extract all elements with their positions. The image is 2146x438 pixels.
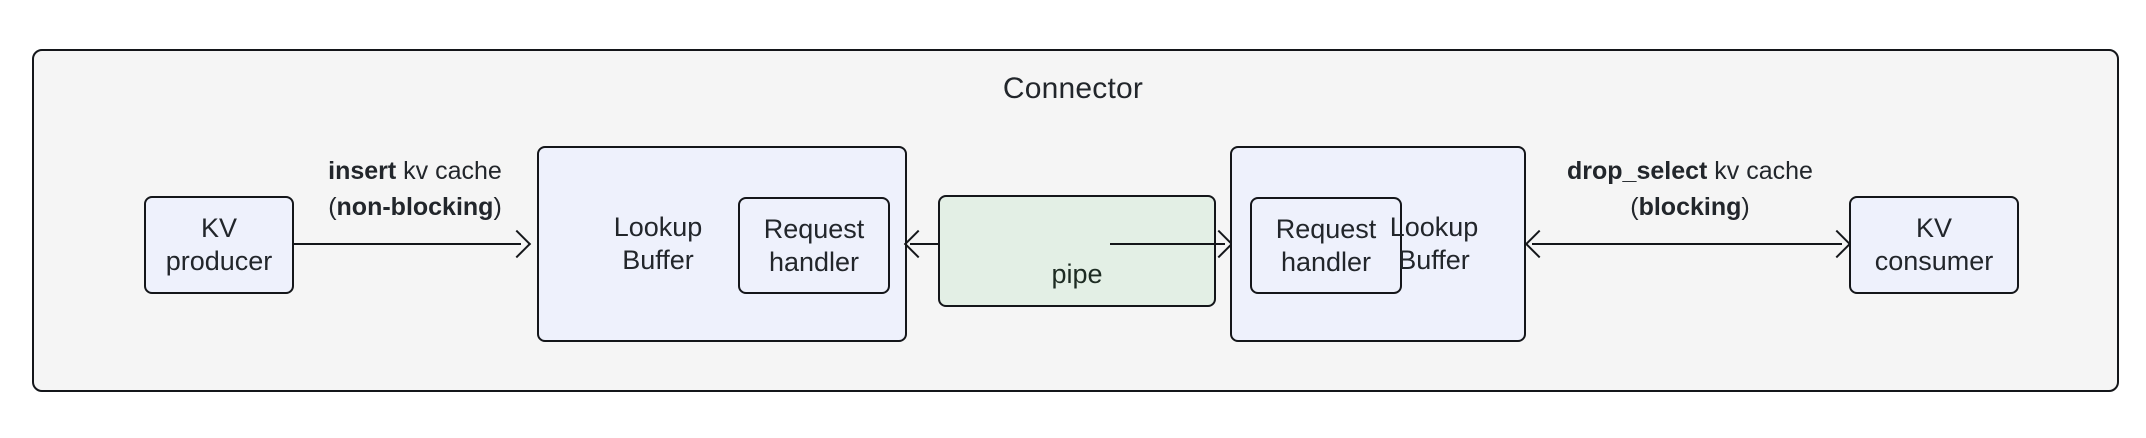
pipe-label: pipe — [1051, 259, 1103, 290]
request-handler-right-node[interactable]: Request handler — [1250, 197, 1402, 294]
edge-insert-label: insert kv cache (non-blocking) — [290, 153, 540, 226]
edge-insert-line — [294, 243, 521, 245]
edge-pipe-to-right-line — [1110, 243, 1225, 245]
lookup-buffer-left-node[interactable]: Lookup Buffer Request handler — [537, 146, 907, 342]
edge-insert-label-line2: (non-blocking) — [290, 189, 540, 225]
edge-insert-paren-open: ( — [328, 193, 337, 222]
edge-drop-select-mode: blocking — [1638, 193, 1742, 222]
edge-insert-label-line1: insert kv cache — [290, 153, 540, 189]
edge-drop-select-line1-rest: kv cache — [1707, 157, 1813, 185]
kv-producer-node[interactable]: KV producer — [144, 196, 294, 294]
connector-title: Connector — [1002, 72, 1144, 105]
edge-insert-mode: non-blocking — [336, 193, 494, 222]
pipe-node[interactable]: pipe — [938, 195, 1216, 307]
edge-drop-select-line — [1532, 243, 1842, 245]
lookup-buffer-right-node[interactable]: Request handler Lookup Buffer — [1230, 146, 1526, 342]
edge-drop-select-label-line1: drop_select kv cache — [1520, 153, 1860, 189]
request-handler-left-node[interactable]: Request handler — [738, 197, 890, 294]
kv-consumer-node[interactable]: KV consumer — [1849, 196, 2019, 294]
edge-drop-select-paren-close: ) — [1741, 193, 1750, 222]
edge-insert-paren-close: ) — [493, 193, 502, 222]
edge-insert-line1-rest: kv cache — [396, 157, 502, 185]
edge-insert-method: insert — [328, 157, 397, 185]
lookup-buffer-left-label: Lookup Buffer — [613, 212, 703, 275]
edge-drop-select-label-line2: (blocking) — [1520, 189, 1860, 225]
kv-producer-label: KV producer — [165, 213, 273, 276]
edge-drop-select-paren-open: ( — [1630, 193, 1639, 222]
request-handler-left-label: Request handler — [763, 213, 865, 277]
lookup-buffer-right-label: Lookup Buffer — [1389, 212, 1479, 275]
request-handler-right-label: Request handler — [1275, 213, 1377, 277]
kv-consumer-label: KV consumer — [1874, 213, 1994, 276]
edge-drop-select-label: drop_select kv cache (blocking) — [1520, 153, 1860, 226]
edge-drop-select-method: drop_select — [1567, 157, 1708, 185]
